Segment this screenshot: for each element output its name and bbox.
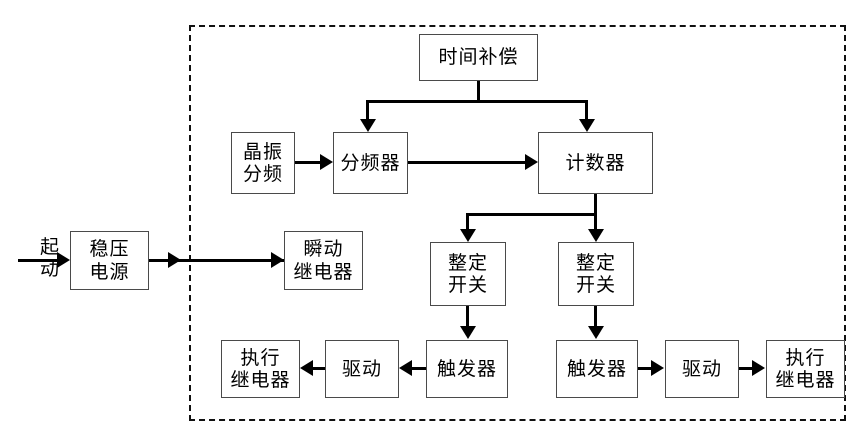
block-label-line1: 稳压 — [89, 238, 130, 261]
block-counter[interactable]: 计数器 — [538, 132, 653, 194]
block-label-line1: 计数器 — [565, 151, 626, 174]
block-instantaneous-relay[interactable]: 瞬动 继电器 — [284, 231, 363, 290]
arrowhead-power-boundary-entry — [168, 252, 181, 268]
arrowhead-set-switch-left-to-trigger-left — [460, 326, 476, 339]
conn-driver-right-to-exec-relay-right — [739, 367, 753, 370]
conn-timecomp-to-counter — [585, 100, 588, 120]
block-driver-left[interactable]: 驱动 — [325, 340, 399, 398]
block-label-line1: 执行 — [785, 346, 826, 369]
block-setting-switch-left[interactable]: 整定 开关 — [430, 242, 506, 306]
block-driver-right[interactable]: 驱动 — [665, 340, 739, 398]
block-execution-relay-left[interactable]: 执行 继电器 — [221, 340, 300, 398]
conn-start-to-power — [18, 259, 57, 262]
block-label-line1: 驱动 — [681, 357, 722, 380]
conn-counter-bar — [466, 213, 597, 216]
block-label-line1: 驱动 — [341, 357, 382, 380]
conn-crystal-to-freq-divider — [295, 161, 321, 164]
block-frequency-divider[interactable]: 分频器 — [333, 132, 408, 194]
conn-driver-left-to-exec-relay-left — [313, 367, 325, 370]
conn-set-switch-left-to-trigger-left — [466, 306, 469, 327]
block-label-line1: 触发器 — [436, 357, 497, 380]
block-label-line1: 触发器 — [566, 357, 627, 380]
start-input-label: 起 动 — [30, 236, 70, 281]
conn-timecomp-bar — [366, 100, 588, 103]
block-label-line2: 开关 — [575, 274, 616, 296]
arrowhead-driver-right-to-exec-relay-right — [752, 360, 765, 376]
block-label-line1: 执行 — [240, 346, 281, 369]
conn-freq-divider-to-counter — [408, 161, 526, 164]
arrowhead-freq-divider-to-counter — [525, 154, 538, 170]
block-time-compensation[interactable]: 时间补偿 — [419, 34, 538, 81]
block-label-line2: 继电器 — [775, 369, 836, 391]
arrowhead-crystal-to-freq-divider — [320, 154, 333, 170]
block-setting-switch-right[interactable]: 整定 开关 — [558, 242, 634, 306]
conn-timecomp-stem — [477, 81, 480, 103]
arrowhead-driver-left-to-exec-relay-left — [300, 360, 313, 376]
block-label-line2: 电源 — [89, 260, 130, 283]
arrowhead-to-instant-relay — [271, 252, 284, 268]
block-label-line1: 瞬动 — [303, 238, 344, 261]
block-trigger-left[interactable]: 触发器 — [426, 340, 508, 398]
block-trigger-right[interactable]: 触发器 — [556, 340, 638, 398]
block-label-line2: 继电器 — [230, 369, 291, 391]
block-label-line2: 开关 — [447, 274, 488, 296]
start-label-line1: 起 — [39, 236, 60, 258]
start-label-line2: 动 — [39, 257, 60, 280]
block-label-line1: 时间补偿 — [438, 46, 519, 69]
block-label-line1: 整定 — [575, 251, 616, 274]
block-voltage-regulator-power[interactable]: 稳压 电源 — [70, 231, 149, 290]
block-label-line2: 继电器 — [293, 260, 354, 283]
conn-trigger-left-to-driver-left — [412, 367, 426, 370]
conn-timecomp-to-freq-divider — [366, 100, 369, 120]
block-label-line2: 分频 — [242, 163, 283, 185]
arrowhead-trigger-left-to-driver-left — [399, 360, 412, 376]
conn-counter-to-set-switch-right — [594, 213, 597, 230]
arrowhead-timecomp-to-counter — [579, 119, 595, 132]
block-label-line1: 分频器 — [340, 151, 401, 174]
block-execution-relay-right[interactable]: 执行 继电器 — [766, 340, 845, 398]
block-label-line1: 晶振 — [242, 140, 283, 163]
conn-counter-to-set-switch-left — [466, 213, 469, 230]
conn-power-to-instant-relay — [149, 259, 284, 262]
arrowhead-trigger-right-to-driver-right — [651, 360, 664, 376]
conn-trigger-right-to-driver-right — [638, 367, 652, 370]
arrowhead-counter-to-set-switch-left — [460, 229, 476, 242]
arrowhead-counter-to-set-switch-right — [588, 229, 604, 242]
block-label-line1: 整定 — [447, 251, 488, 274]
arrowhead-set-switch-right-to-trigger-right — [588, 326, 604, 339]
arrowhead-timecomp-to-freq-divider — [360, 119, 376, 132]
conn-set-switch-right-to-trigger-right — [594, 306, 597, 327]
conn-counter-stem — [594, 194, 597, 216]
block-crystal-oscillator-divider[interactable]: 晶振 分频 — [231, 132, 295, 194]
arrowhead-start-to-power — [57, 252, 70, 268]
